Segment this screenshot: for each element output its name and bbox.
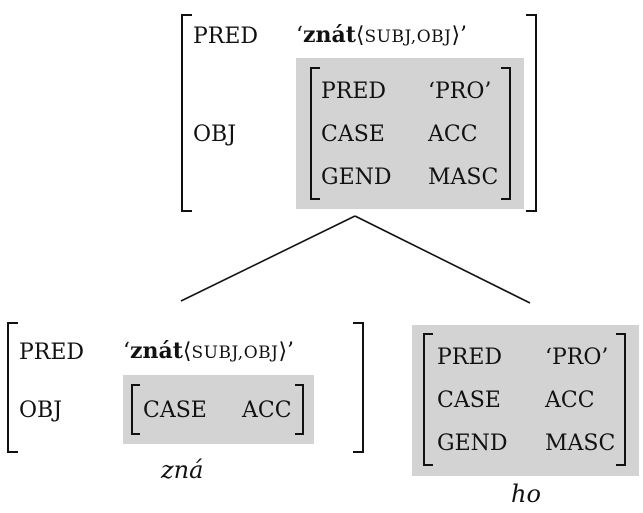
top-obj-case-value: ACC	[428, 122, 478, 147]
left-right-bracket	[353, 322, 364, 453]
top-obj-case-attr: CASE	[321, 122, 385, 147]
left-obj-case-attr: CASE	[143, 398, 207, 423]
left-left-bracket	[7, 322, 18, 453]
left-obj-right-bracket	[295, 384, 304, 435]
top-obj-gend-attr: GEND	[321, 165, 392, 190]
top-obj-attr: OBJ	[193, 122, 237, 147]
top-obj-gend-value: MASC	[428, 165, 499, 190]
top-pred-value: ‘znát⟨SUBJ,OBJ⟩’	[296, 22, 468, 48]
top-obj-right-bracket	[501, 67, 511, 200]
left-word-label: zná	[161, 456, 204, 484]
left-obj-shaded-box	[123, 375, 314, 444]
right-right-bracket	[616, 333, 626, 466]
right-case-attr: CASE	[437, 388, 501, 413]
top-obj-pred-value: ‘PRO’	[428, 79, 492, 104]
right-pred-value: ‘PRO’	[545, 345, 609, 370]
right-left-bracket	[423, 333, 433, 466]
left-obj-attr: OBJ	[19, 398, 63, 423]
right-pred-attr: PRED	[437, 345, 503, 370]
right-case-value: ACC	[545, 388, 595, 413]
left-obj-left-bracket	[131, 384, 140, 435]
top-obj-pred-attr: PRED	[321, 79, 387, 104]
right-gend-value: MASC	[545, 431, 616, 456]
right-word-label: ho	[511, 480, 541, 508]
left-obj-case-value: ACC	[242, 398, 292, 423]
left-pred-attr: PRED	[19, 340, 85, 365]
top-left-bracket	[181, 14, 192, 212]
top-obj-left-bracket	[310, 67, 320, 200]
right-branch-line	[354, 215, 531, 304]
right-shaded-box	[412, 325, 639, 476]
left-pred-value: ‘znát⟨SUBJ,OBJ⟩’	[123, 338, 295, 364]
left-branch-line	[180, 215, 356, 302]
top-obj-shaded-box	[296, 58, 524, 209]
top-pred-attr: PRED	[193, 24, 259, 49]
top-right-bracket	[526, 14, 537, 212]
right-gend-attr: GEND	[437, 431, 508, 456]
